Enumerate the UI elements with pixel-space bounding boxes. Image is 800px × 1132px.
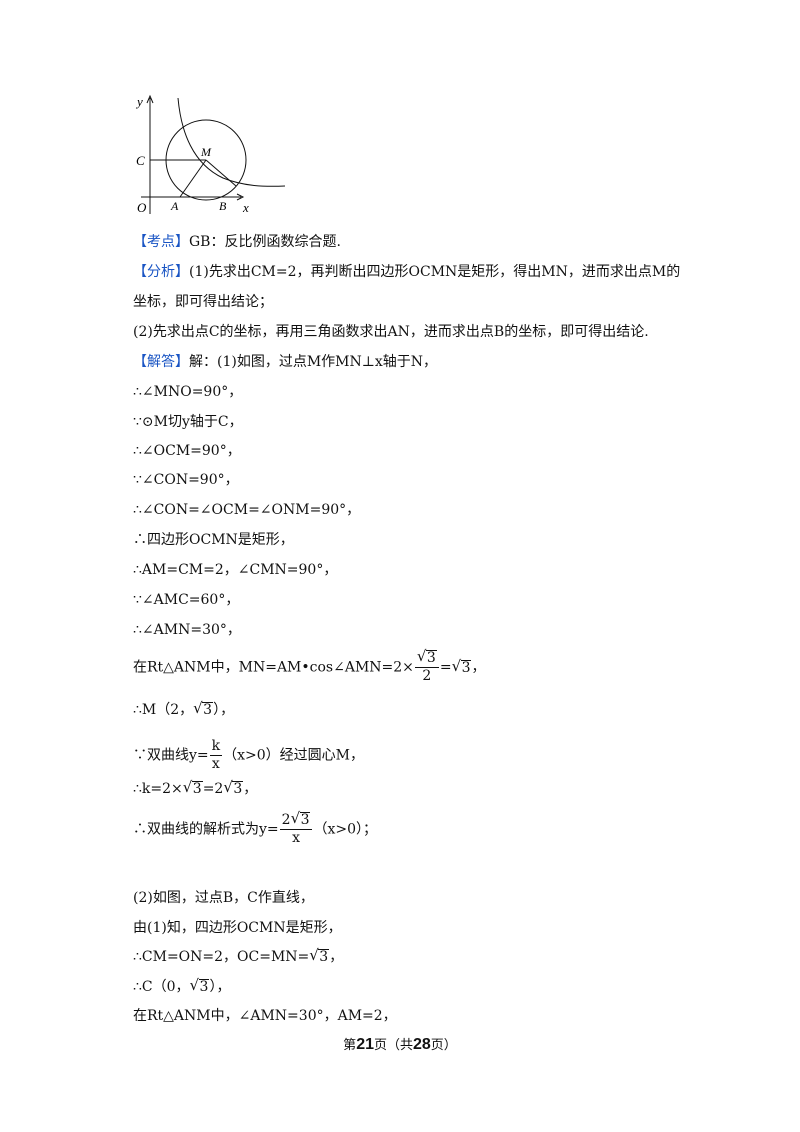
- sqrt-3-b: √3: [223, 778, 244, 797]
- line-12: ∴AM=CM=2，∠CMN=90°，: [133, 561, 337, 579]
- text-19-pre: ∴双曲线的解析式为y=: [133, 821, 279, 838]
- tag-kaodian: 【考点】: [133, 234, 189, 250]
- line-13: ∵∠AMC=60°，: [133, 591, 239, 609]
- text-23-pre: ∴C（0，: [133, 979, 190, 995]
- text-12: ∴AM=CM=2，∠CMN=90°，: [133, 562, 338, 578]
- jieda-text: 解：(1)如图，过点M作MN⊥x轴于N，: [189, 354, 438, 370]
- text-20: (2)如图，过点B，C作直线，: [133, 890, 314, 906]
- text-13: ∵∠AMC=60°，: [133, 592, 240, 608]
- label-b: B: [219, 199, 227, 213]
- text-9: ∵∠CON=90°，: [133, 472, 239, 488]
- sqrt-3: √3: [451, 656, 472, 676]
- line-kaodian: 【考点】GB：反比例函数综合题.: [133, 233, 341, 251]
- line-16: ∴M（2，√3），: [133, 699, 235, 719]
- text-19-end: （x>0）；: [313, 821, 378, 838]
- text-23-end: ），: [209, 979, 231, 995]
- sqrt-3: √3: [189, 976, 210, 995]
- text-15-pre: 在Rt△ANM中，MN=AM•cos∠AMN=2×: [133, 659, 414, 676]
- segment-bm: [205, 159, 237, 187]
- text-8: ∴∠OCM=90°，: [133, 443, 241, 459]
- line-14: ∴∠AMN=30°，: [133, 621, 241, 639]
- text-17-pre: ∵双曲线y=: [133, 747, 209, 764]
- line-10: ∴∠CON=∠OCM=∠ONM=90°，: [133, 501, 360, 519]
- footer-pre: 第: [343, 1038, 357, 1053]
- page-total: 28: [413, 1036, 431, 1053]
- text-18-end: ，: [243, 781, 258, 797]
- line-fenxi: 【分析】(1)先求出CM=2，再判断出四边形OCMN是矩形，得出MN，进而求出点…: [133, 263, 680, 281]
- line-9: ∵∠CON=90°，: [133, 471, 239, 489]
- kaodian-text: GB：反比例函数综合题.: [189, 234, 341, 250]
- x-axis-arrow: [236, 193, 245, 201]
- line-6: ∴∠MNO=90°，: [133, 383, 242, 401]
- radicand: 3: [425, 650, 437, 666]
- text-4: (2)先求出点C的坐标，再用三角函数求出AN，进而求出点B的坐标，即可得出结论.: [133, 324, 649, 340]
- fenxi-text: (1)先求出CM=2，再判断出四边形OCMN是矩形，得出MN，进而求出点M的: [189, 264, 681, 280]
- text-10: ∴∠CON=∠OCM=∠ONM=90°，: [133, 502, 361, 518]
- denominator: 2: [422, 668, 432, 684]
- segment-am: [179, 159, 207, 198]
- line-3: 坐标，即可得出结论；: [133, 293, 273, 311]
- text-16-pre: ∴M（2，: [133, 702, 194, 718]
- label-y: y: [135, 94, 143, 109]
- footer-mid: 页（共: [373, 1038, 413, 1053]
- text-18-pre: ∴k=2×: [133, 781, 183, 797]
- label-x: x: [242, 200, 249, 215]
- page-number: 21: [356, 1036, 374, 1053]
- tag-fenxi: 【分析】: [133, 264, 189, 280]
- text-22-end: ，: [329, 949, 344, 965]
- text-11: ∴四边形OCMN是矩形，: [133, 532, 294, 548]
- line-24: 在Rt△ANM中，∠AMN=30°，AM=2，: [133, 1007, 397, 1025]
- label-a: A: [170, 199, 179, 213]
- label-m: M: [200, 145, 212, 159]
- text-16-end: ），: [213, 702, 235, 718]
- text-3: 坐标，即可得出结论；: [133, 294, 273, 310]
- geometry-figure: y C M O A B x: [135, 94, 286, 215]
- line-21: 由(1)知，四边形OCMN是矩形，: [133, 919, 342, 937]
- text-24: 在Rt△ANM中，∠AMN=30°，AM=2，: [133, 1008, 397, 1024]
- line-7: ∵⊙M切y轴于C，: [133, 413, 243, 431]
- label-o: O: [137, 200, 147, 215]
- hyperbola-curve: [177, 97, 286, 187]
- line-11: ∴四边形OCMN是矩形，: [133, 531, 294, 549]
- y-axis-arrow: [146, 94, 154, 104]
- text-15-end: ，: [471, 659, 486, 676]
- text-14: ∴∠AMN=30°，: [133, 622, 241, 638]
- text-18-mid: =2: [202, 781, 224, 797]
- sqrt-3: √3: [182, 778, 203, 797]
- line-18: ∴k=2×√3=2√3，: [133, 778, 258, 798]
- sqrt-3: √3: [309, 946, 330, 965]
- page-footer: 第21页（共28页）: [0, 1034, 800, 1054]
- text-6: ∴∠MNO=90°，: [133, 384, 243, 400]
- equals: =: [439, 659, 452, 676]
- line-22: ∴CM=ON=2，OC=MN=√3，: [133, 946, 344, 966]
- footer-post: 页）: [430, 1038, 457, 1053]
- text-21: 由(1)知，四边形OCMN是矩形，: [133, 920, 342, 936]
- tag-jieda: 【解答】: [133, 354, 189, 370]
- sqrt-3: √3: [193, 699, 214, 718]
- line-20: (2)如图，过点B，C作直线，: [133, 889, 314, 907]
- label-c: C: [136, 153, 145, 168]
- line-jieda: 【解答】解：(1)如图，过点M作MN⊥x轴于N，: [133, 353, 437, 371]
- line-23: ∴C（0，√3），: [133, 976, 231, 996]
- text-17-end: （x>0）经过圆心M，: [223, 747, 364, 764]
- text-7: ∵⊙M切y轴于C，: [133, 414, 243, 430]
- text-22-pre: ∴CM=ON=2，OC=MN=: [133, 949, 310, 965]
- line-4: (2)先求出点C的坐标，再用三角函数求出AN，进而求出点B的坐标，即可得出结论.: [133, 323, 649, 341]
- line-8: ∴∠OCM=90°，: [133, 442, 241, 460]
